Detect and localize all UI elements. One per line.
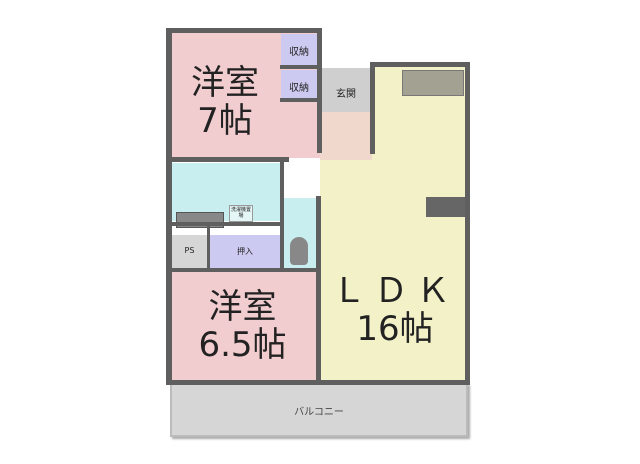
wall	[280, 157, 284, 272]
bedroom1-size: 7帖	[197, 101, 253, 141]
wall	[207, 226, 210, 270]
bedroom1-name: 洋室	[191, 63, 259, 103]
wall	[317, 28, 322, 153]
wall	[280, 98, 320, 102]
closet1	[281, 34, 317, 65]
bedroom1-label: 洋室 7帖	[180, 64, 270, 140]
ps-label: PS	[184, 246, 195, 255]
pillar	[426, 197, 466, 217]
wall	[280, 65, 320, 69]
laundry-label: 洗濯機置場	[230, 207, 251, 219]
toilet-icon	[290, 237, 308, 265]
entrance-label: 玄関	[336, 89, 356, 100]
wall	[166, 28, 172, 385]
closet2-label: 収納	[289, 83, 309, 94]
bathroom	[172, 163, 280, 221]
oshiire	[210, 235, 280, 268]
closet2	[281, 70, 317, 98]
wall	[166, 380, 470, 385]
kitchen-counter	[402, 70, 464, 96]
wall	[166, 157, 289, 162]
wall	[166, 222, 281, 226]
ps	[172, 235, 207, 268]
wall	[370, 62, 470, 67]
bedroom2	[172, 272, 317, 380]
bedroom2-size: 6.5帖	[198, 325, 287, 365]
closet1-label: 収納	[289, 47, 309, 58]
laundry-area	[229, 205, 253, 222]
hall	[320, 112, 372, 160]
entrance	[320, 68, 372, 112]
balcony-label: バルコニー	[294, 407, 344, 418]
wall	[465, 62, 470, 385]
wall	[316, 196, 321, 380]
ldk-name: ＬＤＫ	[332, 271, 458, 311]
bedroom2-label: 洋室 6.5帖	[180, 288, 305, 364]
wall	[166, 268, 321, 272]
oshiire-label: 押入	[237, 247, 253, 256]
ldk-size: 16帖	[356, 309, 434, 349]
ldk-label: ＬＤＫ 16帖	[325, 272, 465, 348]
wall	[166, 28, 322, 33]
wall	[370, 62, 375, 154]
bedroom2-name: 洋室	[208, 287, 277, 327]
